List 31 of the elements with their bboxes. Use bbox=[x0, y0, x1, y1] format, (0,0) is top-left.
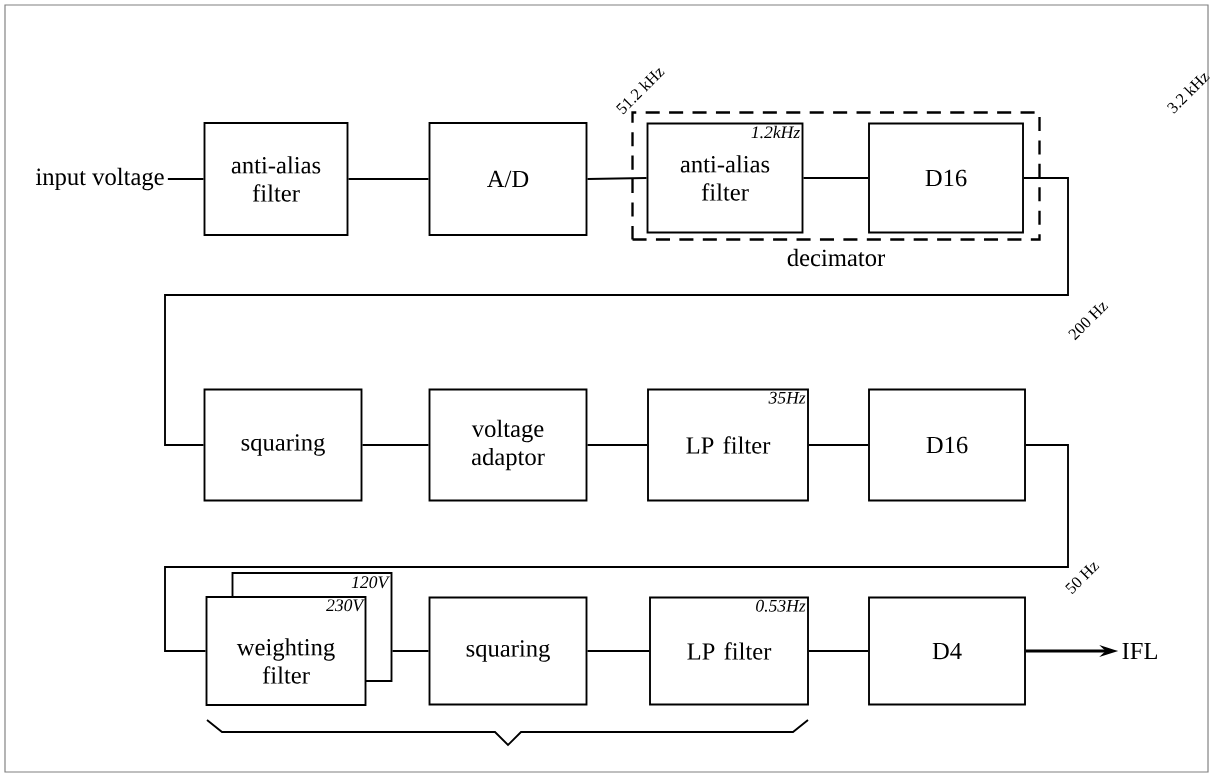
connector-line bbox=[361, 444, 430, 446]
frequency-label: 200 Hz bbox=[1068, 302, 1109, 341]
connector-line bbox=[391, 650, 430, 652]
connector-line bbox=[586, 650, 650, 652]
process-box: 0.53Hz LP filter bbox=[649, 596, 809, 706]
connector-line bbox=[802, 177, 869, 179]
process-box: D4 bbox=[868, 596, 1026, 706]
frequency-label: 51.2 kHz bbox=[616, 68, 665, 115]
process-box: 35Hz LP filter bbox=[647, 388, 809, 502]
signal-label: IFL bbox=[1122, 642, 1157, 660]
frequency-label: 3.2 kHz bbox=[1166, 72, 1210, 114]
node-label: decimator bbox=[787, 248, 885, 267]
process-box: voltage adaptor bbox=[428, 388, 588, 502]
connector-line bbox=[586, 177, 648, 180]
process-box: squaring bbox=[428, 596, 588, 706]
process-box: A/D bbox=[428, 122, 588, 236]
connector-line bbox=[586, 444, 648, 446]
process-box: anti-alias filter bbox=[203, 122, 349, 236]
signal-label: input voltage bbox=[35, 167, 164, 191]
connector-line bbox=[164, 177, 1069, 446]
process-box: D16 bbox=[868, 122, 1024, 234]
process-box: 1.2kHz anti-alias filter bbox=[646, 122, 804, 234]
connector-line bbox=[808, 650, 869, 652]
connector-line bbox=[347, 178, 430, 180]
process-box: D16 bbox=[868, 388, 1026, 502]
frequency-label: 50 Hz bbox=[1065, 562, 1100, 594]
connector-line bbox=[808, 444, 869, 446]
connector-line bbox=[164, 444, 1069, 652]
process-box: squaring bbox=[203, 388, 363, 502]
stacked-filter-box: 120V 230V weighting filter bbox=[205, 572, 393, 706]
connector-line bbox=[166, 178, 205, 180]
